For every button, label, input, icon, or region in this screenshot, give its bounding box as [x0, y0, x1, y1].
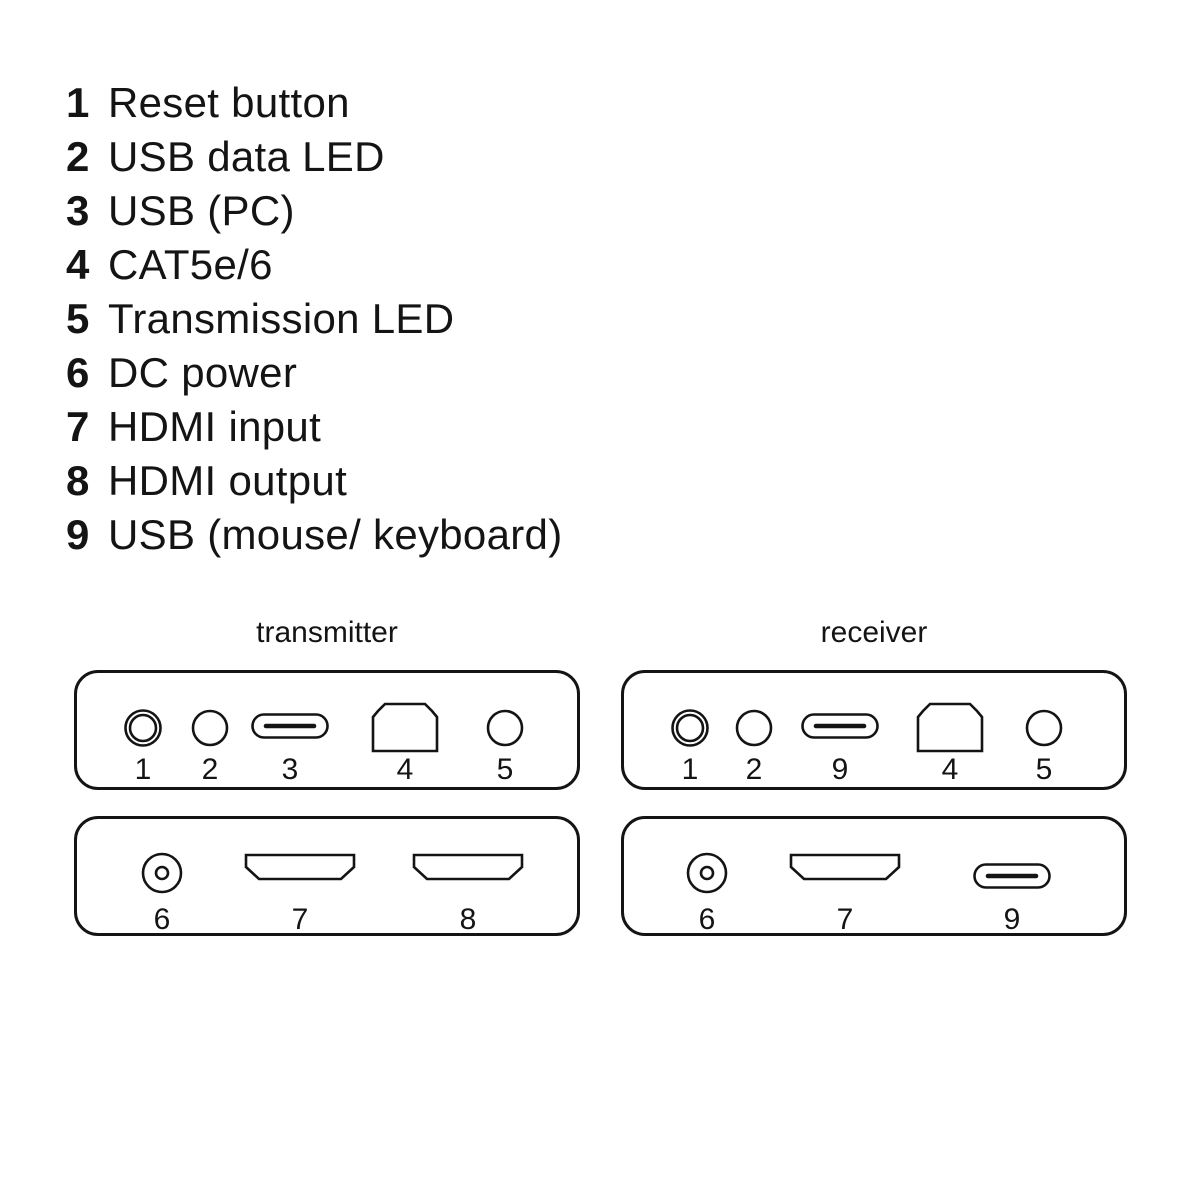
legend-item: 8 HDMI output: [66, 454, 562, 508]
port-number: 1: [681, 753, 699, 786]
receiver-back-panel: 6 7 9: [621, 816, 1127, 936]
hdmi-input-port-icon: [789, 853, 901, 881]
usb-mouse-keyboard-port-icon: [801, 713, 879, 739]
port-number: 6: [698, 903, 716, 936]
transmission-led-icon: [1025, 709, 1063, 747]
port-number: 5: [496, 753, 514, 786]
legend-item-number: 4: [66, 241, 90, 288]
transmitter-back-panel: 6 7 8: [74, 816, 580, 936]
legend-item-label: USB data LED: [108, 133, 385, 180]
legend-item-label: DC power: [108, 349, 298, 396]
legend-item-number: 1: [66, 79, 90, 126]
port-number: 4: [396, 753, 414, 786]
port-number: 3: [281, 753, 299, 786]
legend-item-number: 6: [66, 349, 90, 396]
legend-item-number: 2: [66, 133, 90, 180]
usb-data-led-icon: [735, 709, 773, 747]
transmitter-front-panel: 1 2 3 4 5: [74, 670, 580, 790]
transmitter-title: transmitter: [256, 616, 398, 649]
port-number: 4: [941, 753, 959, 786]
cat5e6-port-icon: [371, 702, 439, 753]
usb-mouse-keyboard-port-icon: [973, 863, 1051, 889]
legend-item-label: Transmission LED: [108, 295, 455, 342]
legend-item-number: 9: [66, 511, 90, 558]
legend: 1 Reset button 2 USB data LED 3 USB (PC)…: [66, 76, 562, 562]
port-number: 1: [134, 753, 152, 786]
legend-item: 1 Reset button: [66, 76, 562, 130]
legend-item-label: CAT5e/6: [108, 241, 273, 288]
legend-item: 9 USB (mouse/ keyboard): [66, 508, 562, 562]
port-number: 9: [1003, 903, 1021, 936]
legend-item-number: 3: [66, 187, 90, 234]
legend-item-number: 8: [66, 457, 90, 504]
legend-item-label: Reset button: [108, 79, 350, 126]
legend-item: 2 USB data LED: [66, 130, 562, 184]
port-number: 7: [291, 903, 309, 936]
legend-item-number: 5: [66, 295, 90, 342]
port-number: 8: [459, 903, 477, 936]
dc-power-port-icon: [141, 852, 183, 894]
hdmi-input-port-icon: [244, 853, 356, 881]
reset-button-icon: [124, 709, 162, 747]
dc-power-port-icon: [686, 852, 728, 894]
legend-item-label: USB (mouse/ keyboard): [108, 511, 563, 558]
receiver-front-panel: 1 2 9 4 5: [621, 670, 1127, 790]
legend-item: 6 DC power: [66, 346, 562, 400]
transmission-led-icon: [486, 709, 524, 747]
legend-item: 5 Transmission LED: [66, 292, 562, 346]
port-number: 6: [153, 903, 171, 936]
legend-item: 7 HDMI input: [66, 400, 562, 454]
legend-item-label: HDMI input: [108, 403, 322, 450]
reset-button-icon: [671, 709, 709, 747]
legend-item: 4 CAT5e/6: [66, 238, 562, 292]
legend-item-label: USB (PC): [108, 187, 295, 234]
cat5e6-port-icon: [916, 702, 984, 753]
port-number: 7: [836, 903, 854, 936]
hdmi-output-port-icon: [412, 853, 524, 881]
port-number: 2: [201, 753, 219, 786]
port-number: 5: [1035, 753, 1053, 786]
receiver-title: receiver: [820, 616, 928, 649]
legend-item: 3 USB (PC): [66, 184, 562, 238]
port-number: 9: [831, 753, 849, 786]
usb-data-led-icon: [191, 709, 229, 747]
legend-item-number: 7: [66, 403, 90, 450]
port-number: 2: [745, 753, 763, 786]
legend-item-label: HDMI output: [108, 457, 348, 504]
usb-pc-port-icon: [251, 713, 329, 739]
